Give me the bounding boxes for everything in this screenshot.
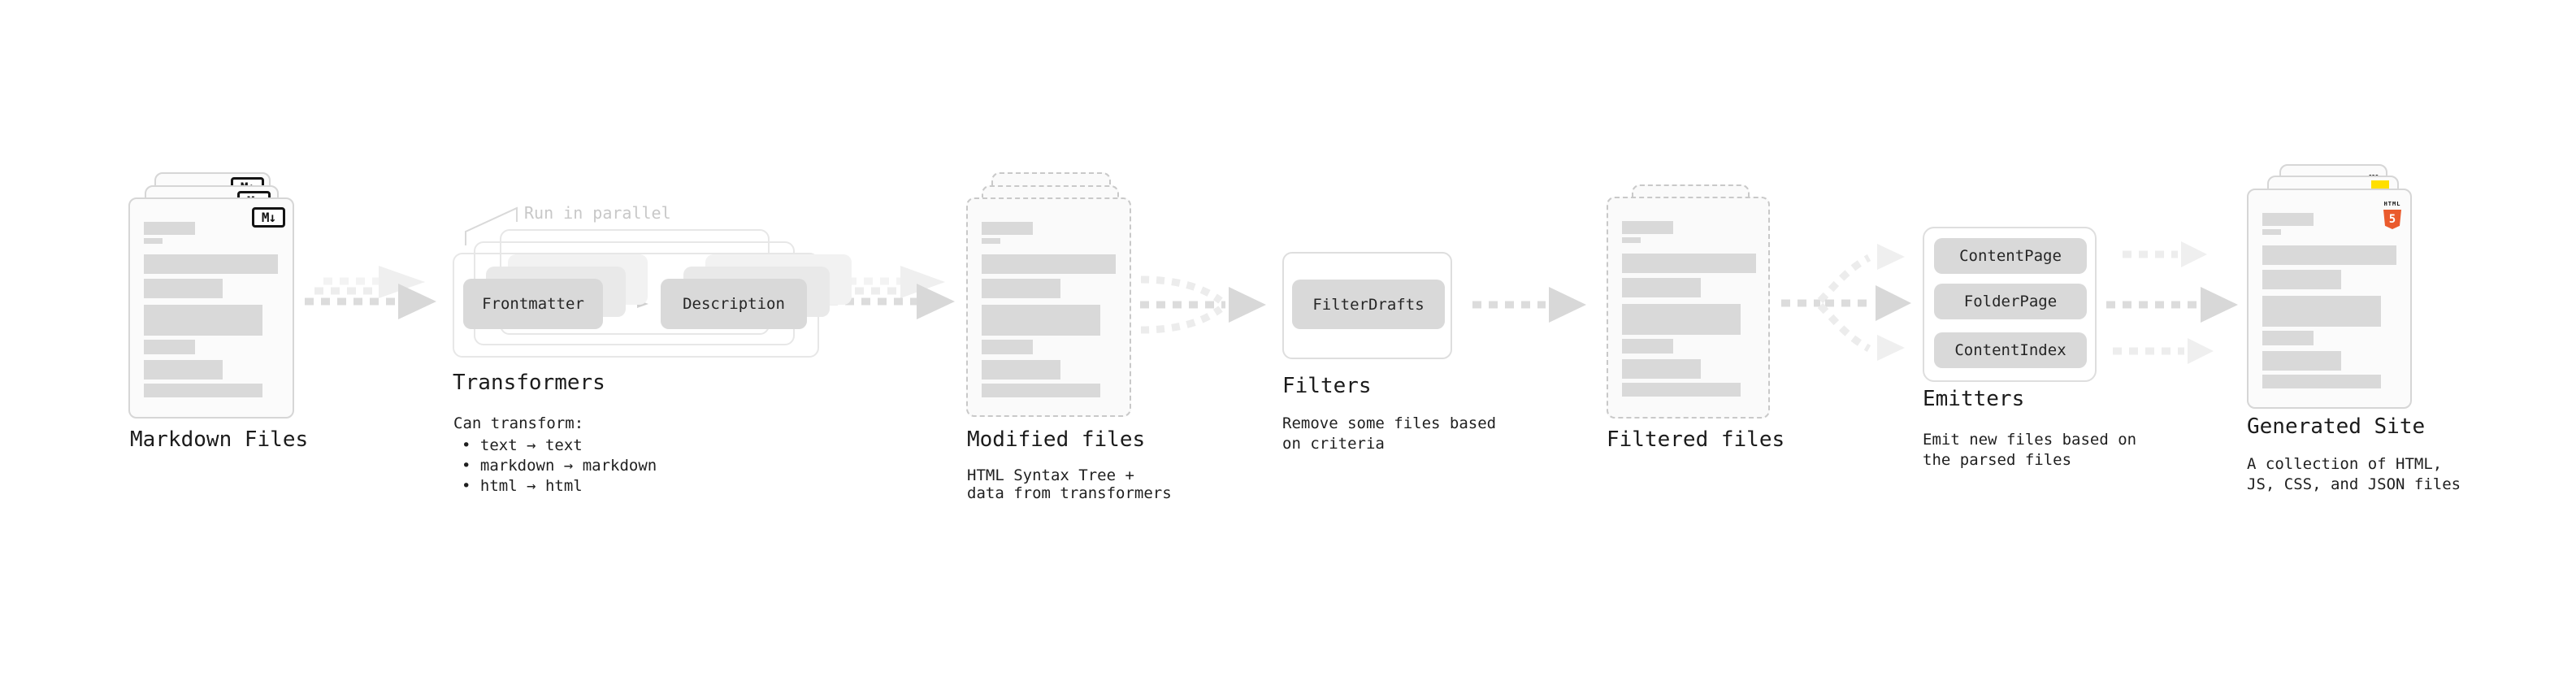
text-line-placeholder [2262, 351, 2341, 371]
modified-files-description-line: HTML Syntax Tree + [967, 466, 1134, 484]
text-line-placeholder [982, 340, 1033, 354]
file-content-placeholder [2262, 213, 2396, 388]
markdown-files-label: Markdown Files [130, 427, 309, 452]
modified-files-description: HTML Syntax Tree + data from transformer… [967, 466, 1172, 502]
text-line-placeholder [144, 279, 223, 298]
text-line-placeholder [144, 305, 262, 336]
modified-files-description-line: data from transformers [967, 484, 1172, 502]
text-line-placeholder [1622, 359, 1701, 379]
text-line-placeholder [144, 238, 163, 244]
text-line-placeholder [982, 384, 1100, 397]
html5-icon: HTML 5 [2383, 193, 2401, 229]
emitters-description-line: the parsed files [1923, 451, 2072, 469]
content-index-emitter-chip: ContentIndex [1934, 332, 2087, 368]
text-line-placeholder [1622, 383, 1741, 397]
transformers-description: Can transform: [453, 414, 584, 432]
text-line-placeholder [2262, 229, 2281, 235]
text-line-placeholder [982, 279, 1060, 298]
text-line-placeholder [2262, 375, 2381, 388]
arrow-markdown-to-transformers [305, 266, 436, 319]
emitters-description: Emit new files based on the parsed files [1923, 430, 2136, 471]
frontmatter-chip-label: Frontmatter [482, 295, 584, 313]
frontmatter-transformer-chip: Frontmatter [463, 279, 603, 329]
text-line-placeholder [982, 305, 1100, 336]
text-line-placeholder [2262, 296, 2381, 327]
run-in-parallel-annotation: Run in parallel [524, 203, 671, 223]
modified-file-card-front [966, 197, 1131, 417]
generated-site-label: Generated Site [2247, 414, 2426, 439]
transformers-label: Transformers [453, 371, 605, 395]
text-line-placeholder [1622, 339, 1673, 354]
transformers-bullet: • markdown → markdown [462, 457, 657, 475]
text-line-placeholder [144, 360, 223, 380]
text-line-placeholder [1622, 221, 1673, 234]
text-line-placeholder [2262, 245, 2396, 265]
text-line-placeholder [1622, 254, 1756, 273]
emitters-label: Emitters [1923, 387, 2025, 411]
text-line-placeholder [982, 222, 1033, 235]
filtered-files-label: Filtered files [1607, 427, 1785, 452]
filters-description-line: Remove some files based [1282, 414, 1497, 432]
generated-site-description-line: A collection of HTML, [2247, 455, 2443, 473]
content-page-chip-label: ContentPage [1959, 247, 2062, 265]
description-transformer-chip: Description [661, 279, 807, 329]
text-line-placeholder [144, 384, 262, 397]
text-line-placeholder [982, 238, 1000, 244]
text-line-placeholder [2262, 331, 2314, 345]
emitters-description-line: Emit new files based on [1923, 431, 2137, 449]
description-chip-label: Description [683, 295, 785, 313]
text-line-placeholder [2262, 270, 2341, 289]
text-line-placeholder [982, 360, 1060, 380]
filter-drafts-chip-label: FilterDrafts [1312, 295, 1425, 314]
arrow-emitters-to-generated [2106, 241, 2238, 364]
filters-description-line: on criteria [1282, 435, 1385, 453]
filters-description: Remove some files based on criteria [1282, 414, 1496, 454]
file-content-placeholder [144, 222, 278, 397]
generated-site-description-line: JS, CSS, and JSON files [2247, 475, 2461, 493]
text-line-placeholder [144, 254, 278, 274]
folder-page-emitter-chip: FolderPage [1934, 284, 2087, 319]
file-content-placeholder [982, 222, 1116, 397]
arrow-modified-to-filters-merge [1140, 275, 1266, 334]
text-line-placeholder [144, 222, 195, 235]
arrow-filtered-to-emitters-split [1781, 244, 1911, 361]
text-line-placeholder [144, 340, 195, 354]
text-line-placeholder [1622, 237, 1641, 243]
text-line-placeholder [1622, 278, 1701, 297]
html5-icon-word: HTML [2383, 201, 2401, 207]
content-page-emitter-chip: ContentPage [1934, 238, 2087, 274]
transformers-bullet: • text → text [462, 436, 583, 454]
content-index-chip-label: ContentIndex [1954, 341, 2066, 359]
modified-files-label: Modified files [967, 427, 1146, 452]
html5-icon-shield: 5 [2383, 210, 2401, 229]
markdown-icon-text: M↓ [261, 210, 276, 225]
text-line-placeholder [2262, 213, 2314, 226]
generated-file-card-front: HTML 5 [2247, 189, 2412, 409]
filters-label: Filters [1282, 374, 1372, 398]
arrow-filters-to-filtered [1472, 287, 1586, 323]
markdown-icon: M↓ [252, 207, 285, 228]
generated-site-description: A collection of HTML, JS, CSS, and JSON … [2247, 454, 2461, 495]
filtered-file-card-front [1607, 197, 1770, 419]
transformers-bullet-list: • text → text • markdown → markdown • ht… [462, 436, 657, 497]
text-line-placeholder [982, 254, 1116, 274]
javascript-icon [2371, 180, 2389, 189]
file-content-placeholder [1622, 221, 1756, 397]
folder-page-chip-label: FolderPage [1963, 293, 2058, 310]
text-line-placeholder [1622, 304, 1741, 335]
filter-drafts-chip: FilterDrafts [1292, 280, 1445, 329]
transformers-bullet: • html → html [462, 477, 583, 495]
markdown-file-card-front: M↓ [128, 197, 294, 419]
html5-icon-number: 5 [2388, 213, 2396, 226]
